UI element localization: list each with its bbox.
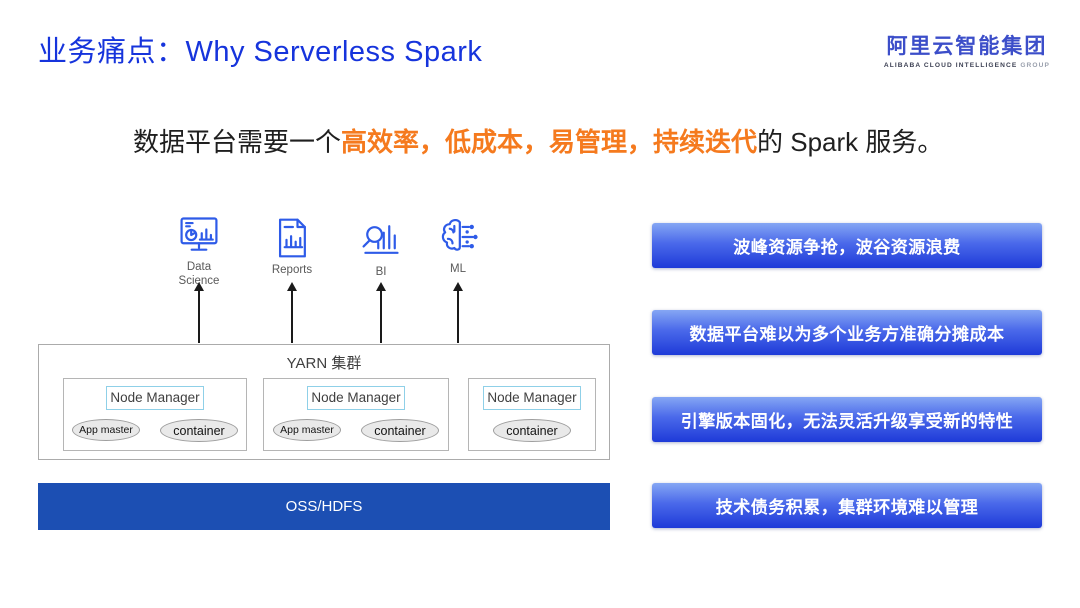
arrow-shaft	[380, 291, 382, 343]
app-master-ellipse: App master	[72, 419, 140, 441]
yarn-node: Node Manager App master container	[263, 378, 449, 451]
pain-point-banner: 引擎版本固化，无法灵活升级享受新的特性	[652, 397, 1042, 442]
node-manager-box: Node Manager	[106, 386, 204, 410]
arrow-head	[287, 282, 297, 291]
workload-ml: ML	[423, 215, 493, 276]
container-ellipse: container	[361, 419, 439, 442]
logo-chinese-text: 阿里云智能集团	[886, 35, 1048, 58]
process-row: App master container	[264, 419, 448, 442]
node-manager-box: Node Manager	[307, 386, 405, 410]
subtitle-highlight: 高效率，低成本，易管理，持续迭代	[341, 127, 758, 157]
node-manager-box: Node Manager	[483, 386, 581, 410]
bi-icon	[346, 218, 416, 262]
flow-arrow-up	[194, 282, 204, 343]
yarn-cluster-box: YARN 集群 Node Manager App master containe…	[38, 344, 610, 460]
workload-reports: Reports	[257, 216, 327, 277]
pain-point-banner: 技术债务积累，集群环境难以管理	[652, 483, 1042, 528]
yarn-node: Node Manager App master container	[63, 378, 247, 451]
workload-data-science: Data Science	[164, 213, 234, 289]
workload-bi: BI	[346, 218, 416, 279]
process-row: App master container	[64, 419, 246, 442]
workload-label: Data Science	[178, 261, 220, 288]
app-master-ellipse: App master	[273, 419, 341, 441]
flow-arrow-up	[287, 282, 297, 343]
process-row: container	[469, 419, 595, 442]
arrow-shaft	[198, 291, 200, 343]
slide-subtitle: 数据平台需要一个高效率，低成本，易管理，持续迭代的 Spark 服务。	[133, 122, 943, 159]
workload-label: ML	[450, 263, 466, 275]
alibaba-cloud-logo: 阿里云智能集团 ALIBABA CLOUD INTELLIGENCE GROUP	[884, 30, 1050, 69]
storage-bar: OSS/HDFS	[38, 483, 610, 530]
yarn-cluster-title: YARN 集群	[286, 355, 362, 372]
flow-arrow-up	[376, 282, 386, 343]
page-title: 业务痛点：Why Serverless Spark	[38, 36, 483, 68]
reports-icon	[257, 216, 327, 260]
logo-english-text: ALIBABA CLOUD INTELLIGENCE GROUP	[884, 62, 1050, 69]
workload-label: Reports	[271, 264, 313, 276]
subtitle-suffix: 的 Spark 服务。	[757, 127, 944, 157]
arrow-head	[376, 282, 386, 291]
yarn-node: Node Manager container	[468, 378, 596, 451]
workload-label: BI	[375, 266, 387, 278]
subtitle-prefix: 数据平台需要一个	[133, 127, 342, 157]
flow-arrow-up	[453, 282, 463, 343]
data-science-icon	[164, 213, 234, 257]
arrow-shaft	[457, 291, 459, 343]
pain-point-banner: 波峰资源争抢，波谷资源浪费	[652, 223, 1042, 268]
arrow-head	[453, 282, 463, 291]
container-ellipse: container	[493, 419, 571, 442]
arrow-shaft	[291, 291, 293, 343]
ml-icon	[423, 215, 493, 259]
logo-english-group: GROUP	[1020, 62, 1050, 69]
container-ellipse: container	[160, 419, 238, 442]
arrow-head	[194, 282, 204, 291]
pain-point-banner: 数据平台难以为多个业务方准确分摊成本	[652, 310, 1042, 355]
logo-english-main: ALIBABA CLOUD INTELLIGENCE	[883, 62, 1018, 69]
